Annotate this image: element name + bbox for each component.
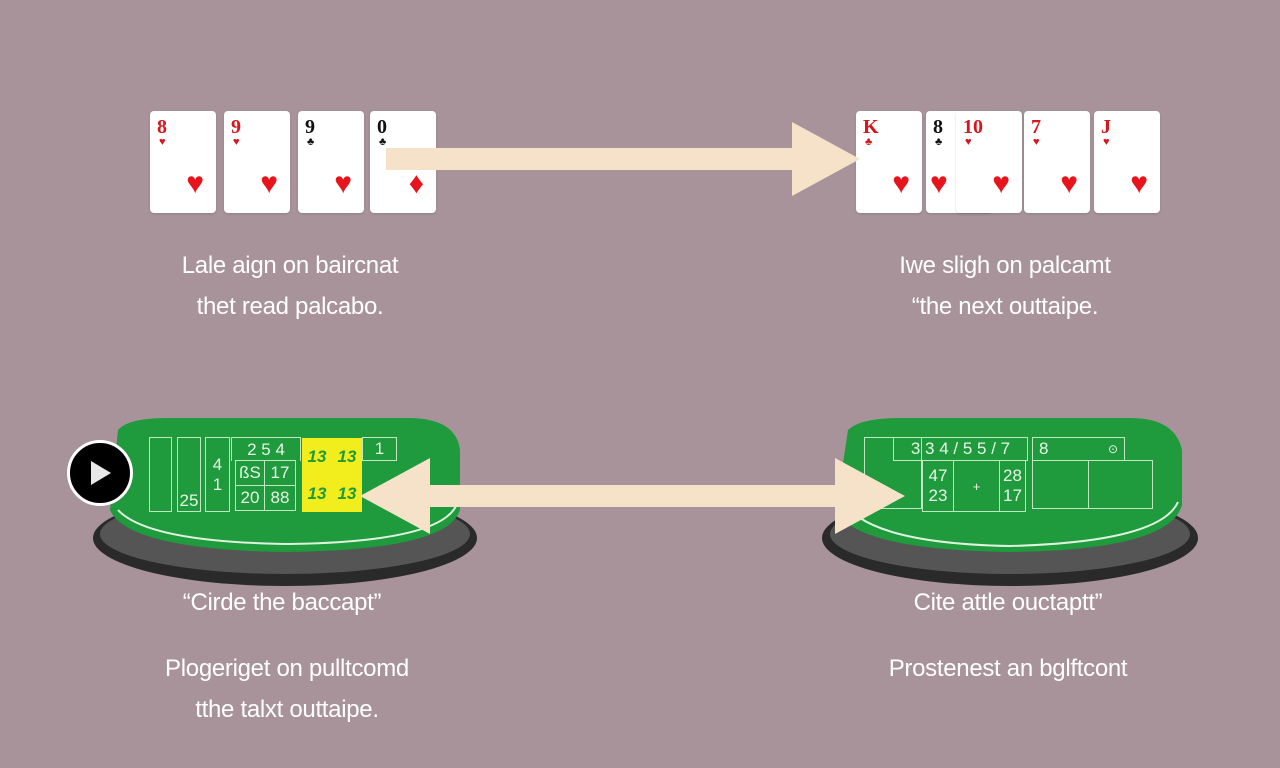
caption-bottom-left-1: Plogeriget on pulltcomd (165, 655, 409, 682)
card-suit-icon: ♥ (992, 167, 1010, 200)
caption-bottom-left-2: tthe talxt outtaipe. (195, 696, 379, 723)
card-suit-icon: ♥ (186, 167, 204, 200)
cell-value: 17 (1003, 486, 1022, 505)
card-suit-small-icon: ♥ (159, 136, 166, 148)
caption-top-right-1: Iwe sligh on palcamt (899, 252, 1111, 279)
play-circle-icon[interactable]: ⊙ (1107, 442, 1118, 456)
card-rank: 9 (305, 116, 315, 138)
cell-n3[interactable]: 20 (235, 485, 265, 511)
card-suit-small-icon: ♣ (935, 136, 943, 148)
card-rank: K (863, 116, 879, 138)
cell-value: 13 (307, 446, 327, 466)
caption-top-right-2: “the next outtaipe. (911, 293, 1099, 320)
cell-value: 13 (337, 446, 357, 466)
card-suit-icon: ♥ (334, 167, 352, 200)
cell-8[interactable]: 8⊙ (1032, 437, 1125, 461)
card-suit-small-icon: ♥ (965, 136, 972, 148)
cell-value: 8 (1039, 439, 1049, 458)
cell-value: 23 (928, 486, 948, 505)
playing-card[interactable]: 9♣ ♥ (298, 111, 364, 213)
card-rank: 9 (231, 116, 241, 138)
cell-markers[interactable]: + (953, 460, 1000, 512)
card-suit-small-icon: ♥ (1103, 136, 1110, 148)
card-suit-icon: ♥ (260, 167, 278, 200)
highlighted-bet-cells[interactable]: 13 13 13 13 (302, 438, 362, 512)
card-rank: 8 (933, 116, 943, 138)
card-suit-small-icon: ♣ (865, 136, 873, 148)
caption-bottom-left-title: “Cirde the baccapt” (182, 589, 382, 616)
cell-value: 1 (212, 474, 223, 494)
card-suit-small-icon: ♣ (307, 136, 315, 148)
card-rank: 0 (377, 116, 387, 138)
card-suit-icon: ♥ (892, 167, 910, 200)
cell-n2[interactable]: 17 (264, 460, 296, 486)
caption-top-left-2: thet read palcabo. (196, 293, 384, 320)
playing-card[interactable]: J♥♥ (1094, 111, 1160, 213)
card-rank: J (1101, 116, 1111, 138)
card-rank: 7 (1031, 116, 1041, 138)
card-suit-icon: ♥ (1060, 167, 1078, 200)
card-suit-small-icon: ♥ (233, 136, 240, 148)
playing-card[interactable]: 7♥♥ (1024, 111, 1090, 213)
cell-1[interactable]: 1 (362, 437, 397, 461)
double-arrow-icon (360, 458, 905, 534)
card-suit-small-icon: ♥ (1033, 136, 1040, 148)
cell-25[interactable]: 25 (177, 437, 201, 512)
caption-bottom-right-1: Prostenest an bglftcont (888, 655, 1128, 682)
caption-bottom-right-title: Cite attle ouctaptt” (913, 589, 1103, 616)
playing-card[interactable]: 9♥♥ (224, 111, 290, 213)
play-icon (91, 461, 111, 485)
cell-value: 13 (307, 483, 327, 503)
playing-card[interactable]: K♣ ♥ (856, 111, 922, 213)
cell-value: 4 (212, 454, 223, 474)
cell-value: 28 (1003, 466, 1022, 485)
right-arrow-icon (386, 122, 860, 196)
card-rank: 10 (963, 116, 983, 138)
playing-card[interactable]: 10♥♥ (956, 111, 1022, 213)
playing-card[interactable]: 8♥♥ (150, 111, 216, 213)
cell-value: 47 (928, 466, 948, 485)
cell-n1[interactable]: ßS (235, 460, 265, 486)
card-suit-icon: ♥ (1130, 167, 1148, 200)
card-suit-icon: ♥ (930, 167, 948, 200)
card-suit-small-icon: ♣ (379, 136, 387, 148)
caption-top-left-1: Lale aign on baircnat (181, 252, 399, 279)
card-suit-icon: ♦ (408, 167, 424, 200)
cell-header[interactable]: 2 5 4 (231, 437, 301, 461)
card-rank: 8 (157, 116, 167, 138)
cell-n4[interactable]: 88 (264, 485, 296, 511)
play-button[interactable] (67, 440, 133, 506)
cell-value: 13 (337, 483, 357, 503)
